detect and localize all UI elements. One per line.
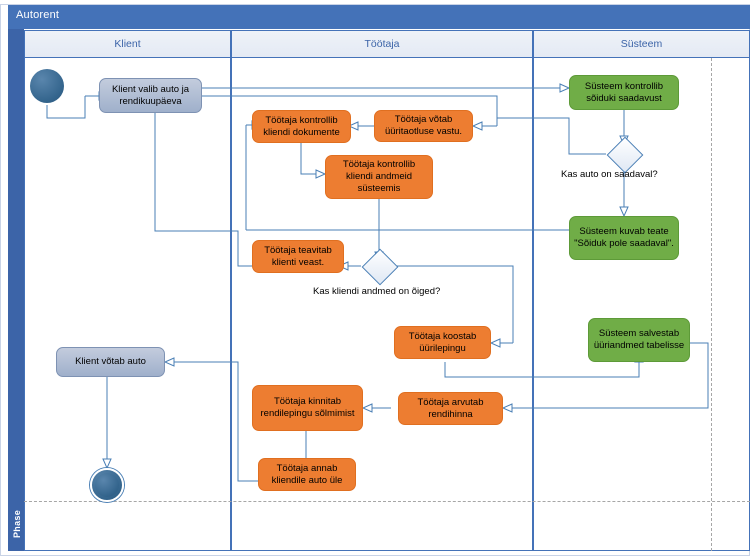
decision-label-kas-andmed-oiged: Kas kliendi andmed on õiged?	[313, 286, 441, 297]
lane-header-label-tootaja: Töötaja	[364, 38, 400, 50]
page-break-guide-horizontal	[24, 501, 750, 502]
activity-tootaja-annab-auto[interactable]: Töötaja annab kliendile auto üle	[258, 458, 356, 491]
activity-susteem-kontrollib-saadavust[interactable]: Süsteem kontrollib sõiduki saadavust	[569, 75, 679, 110]
diagram-title: Autorent	[16, 9, 60, 21]
phase-label: Phase	[12, 509, 22, 539]
phase-band: Phase	[8, 29, 24, 551]
decision-kas-auto-saadaval[interactable]	[606, 136, 644, 174]
lane-header-label-klient: Klient	[114, 38, 141, 50]
start-node[interactable]	[30, 69, 64, 103]
lane-body-susteem	[533, 58, 750, 551]
activity-susteem-salvestab-andmed[interactable]: Süsteem salvestab üüriandmed tabelisse	[588, 318, 690, 362]
decision-label-kas-auto-saadaval: Kas auto on saadaval?	[561, 169, 658, 180]
activity-tootaja-koostab-lepingu[interactable]: Töötaja koostab üürilepingu	[394, 326, 491, 359]
activity-tootaja-kontrollib-dokumente[interactable]: Töötaja kontrollib kliendi dokumente	[252, 110, 351, 143]
page-break-guide-vertical	[711, 58, 712, 551]
activity-susteem-kuvab-teate[interactable]: Süsteem kuvab teate "Sõiduk pole saadava…	[569, 216, 679, 260]
end-node[interactable]	[90, 468, 124, 502]
lane-header-klient[interactable]: Klient	[24, 30, 231, 58]
activity-tootaja-teavitab-veast[interactable]: Töötaja teavitab klienti veast.	[252, 240, 344, 273]
end-node-inner	[95, 473, 119, 497]
activity-tootaja-votab-taotluse[interactable]: Töötaja võtab üüritaotluse vastu.	[374, 110, 473, 142]
decision-kas-andmed-oiged[interactable]	[361, 248, 399, 286]
lane-body-klient	[24, 58, 231, 551]
activity-tootaja-arvutab-hinna[interactable]: Töötaja arvutab rendihinna	[398, 392, 503, 425]
activity-tootaja-kinnitab-lepingu[interactable]: Töötaja kinnitab rendilepingu sõlmimist	[252, 385, 363, 431]
lane-header-label-susteem: Süsteem	[620, 38, 663, 50]
activity-klient-votab-auto[interactable]: Klient võtab auto	[56, 347, 165, 377]
diagram-title-bar: Autorent	[8, 5, 750, 29]
lane-header-susteem[interactable]: Süsteem	[533, 30, 750, 58]
activity-tootaja-kontrollib-andmeid[interactable]: Töötaja kontrollib kliendi andmeid süste…	[325, 155, 433, 199]
activity-klient-valib-auto[interactable]: Klient valib auto ja rendikuupäeva	[99, 78, 202, 113]
lane-header-tootaja[interactable]: Töötaja	[231, 30, 533, 58]
